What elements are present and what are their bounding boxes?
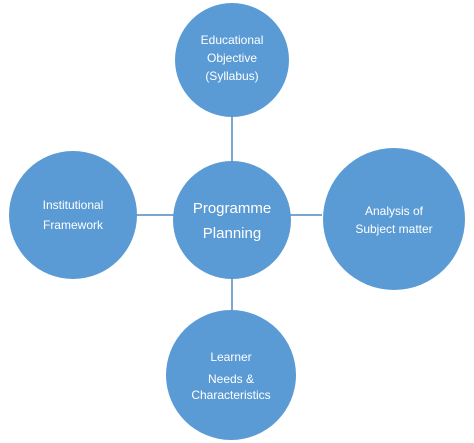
node-analysis-subject-matter: Analysis of Subject matter (323, 148, 465, 290)
node-top-line-3: (Syllabus) (205, 69, 258, 83)
node-left-line-2: Framework (43, 218, 104, 232)
node-left-line-1: Institutional (43, 198, 104, 212)
node-center-line-2: Planning (203, 225, 261, 242)
node-learner-needs: Learner Needs & Characteristics (166, 310, 296, 440)
node-institutional-framework: Institutional Framework (9, 151, 137, 279)
node-bottom-line-3: Characteristics (191, 388, 270, 402)
node-bottom-line-1: Learner (210, 350, 251, 364)
node-right-line-2: Subject matter (355, 222, 432, 236)
node-center-line-1: Programme (193, 200, 271, 217)
node-top-line-1: Educational (201, 33, 264, 47)
node-educational-objective: Educational Objective (Syllabus) (175, 3, 289, 117)
node-right-line-1: Analysis of (365, 204, 424, 218)
node-bottom-line-2: Needs & (208, 372, 254, 386)
node-programme-planning: Programme Planning (173, 161, 291, 279)
node-top-line-2: Objective (207, 51, 257, 65)
